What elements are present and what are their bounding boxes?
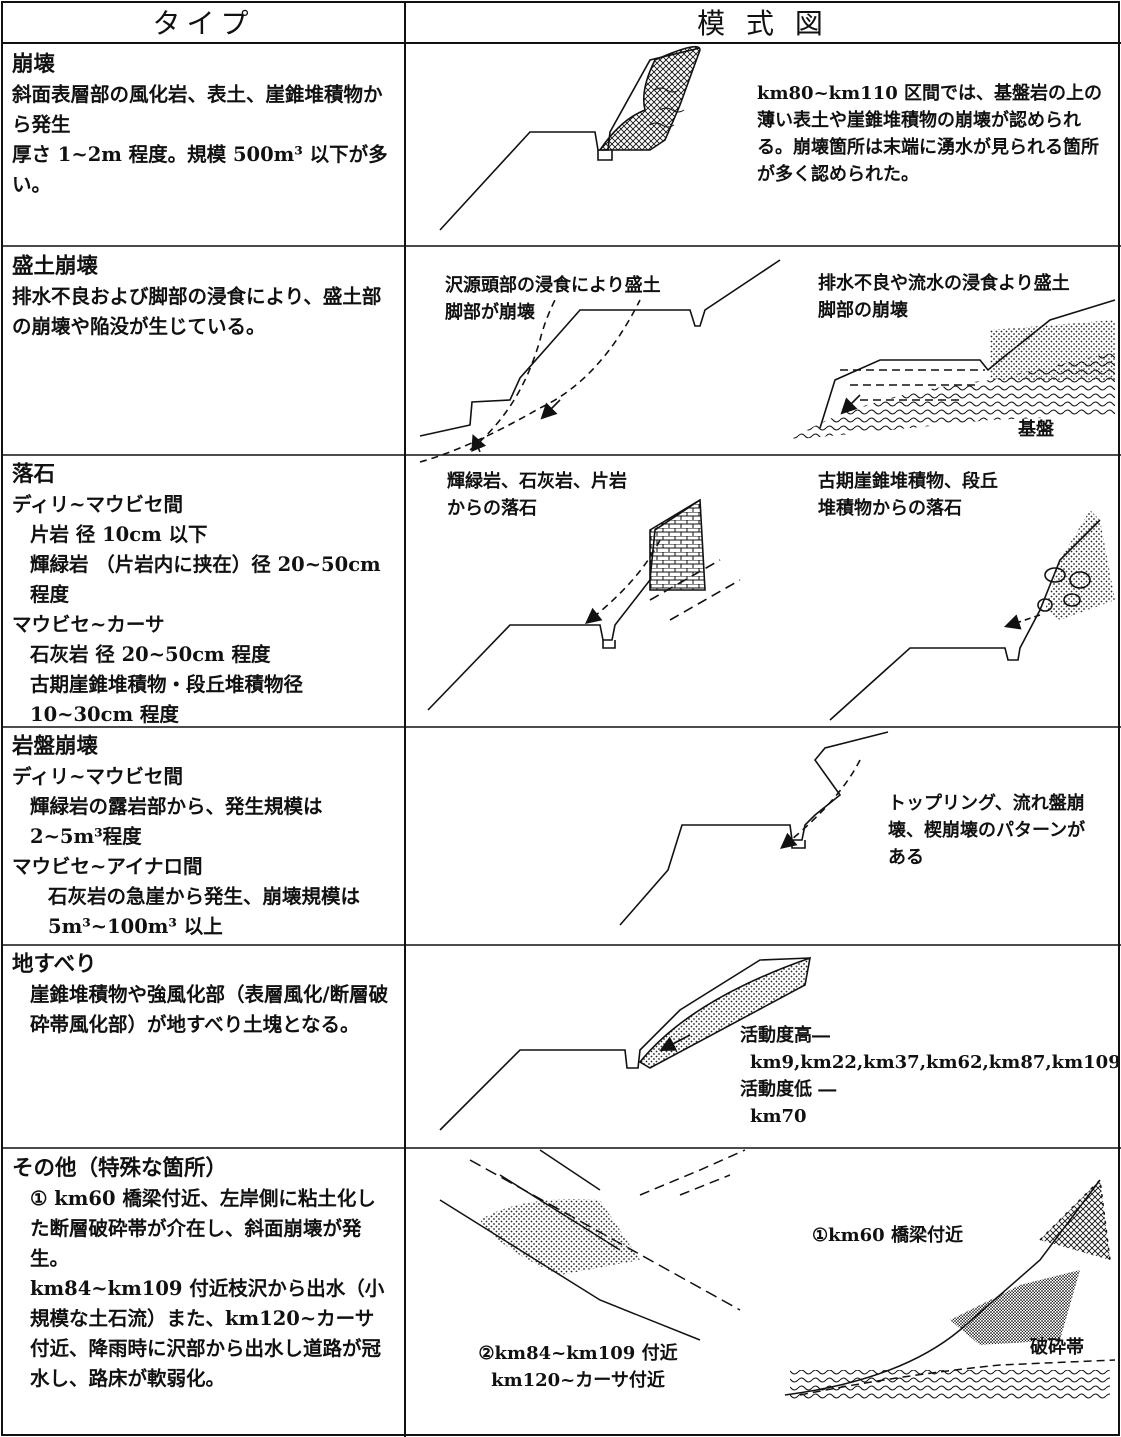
row-title: 盛土崩壊 <box>12 254 99 279</box>
row-line: 排水不良および脚部の浸食により、盛土部の崩壊や陥没が生じている。 <box>12 285 382 338</box>
row-line: ディリ~マウビセ間 <box>12 493 183 516</box>
row-title: 地すべり <box>12 952 97 977</box>
row-line: ① km60 橋梁付近、左岸側に粘土化した断層破砕帯が介在し、斜面崩壊が発生。 <box>30 1187 376 1270</box>
row-line: 輝緑岩 （片岩内に挟在）径 20~50cm 程度 <box>30 553 381 606</box>
row-rockfall: 落石 ディリ~マウビセ間 片岩 径 10cm 以下 輝緑岩 （片岩内に挟在）径 … <box>12 460 390 730</box>
row-line: 斜面表層部の風化岩、表土、崖錐堆積物から発生 <box>12 83 383 136</box>
note-line: 活動度高― <box>740 1025 830 1046</box>
row-line: マウビセ~アイナロ間 <box>12 855 203 878</box>
diagram-collapse <box>439 45 701 231</box>
diagram-embankment <box>419 259 1116 463</box>
note-line: ②km84~km109 付近 <box>478 1343 678 1364</box>
row-line: 石灰岩の急崖から発生、崩壊規模は 5m³~100m³ 以上 <box>48 885 361 938</box>
note-embankment-2: 排水不良や流水の浸食より盛土脚部の崩壊 <box>818 273 1070 321</box>
note-rockfall-2: 古期崖錐堆積物、段丘堆積物からの落石 <box>818 471 998 519</box>
note-rockfall-1: 輝緑岩、石灰岩、片岩からの落石 <box>447 471 627 519</box>
row-title: 崩壊 <box>12 52 56 77</box>
note-line: km120~カーサ付近 <box>491 1370 665 1391</box>
row-special: その他（特殊な箇所） ① km60 橋梁付近、左岸側に粘土化した断層破砕帯が介在… <box>12 1154 390 1394</box>
diagram-rockfall <box>427 498 1115 721</box>
note-rock-collapse: トップリング、流れ盤崩壊、楔崩壊のパターンがある <box>888 793 1086 868</box>
row-rock-collapse: 岩盤崩壊 ディリ~マウビセ間 輝緑岩の露岩部から、発生規模は 2~5m³程度 マ… <box>12 732 390 942</box>
diagram-landslide <box>439 956 812 1131</box>
header-type: タイプ <box>152 6 255 40</box>
note-special-3: 破砕帯 <box>1030 1337 1084 1358</box>
note-landslide: 活動度高― km9,km22,km37,km62,km87,km109 活動度低… <box>740 1022 1121 1130</box>
row-line: 片岩 径 10cm 以下 <box>30 523 208 546</box>
row-line: km84~km109 付近枝沢から出水（小規模な土石流）また、km120~カーサ… <box>30 1277 385 1390</box>
note-line: km70 <box>750 1106 807 1127</box>
row-line: 石灰岩 径 20~50cm 程度 <box>30 643 271 666</box>
row-line: マウビセ~カーサ <box>12 613 165 636</box>
diagram-special <box>439 1149 1116 1400</box>
header-diagram: 模 式 図 <box>697 6 829 40</box>
row-collapse: 崩壊 斜面表層部の風化岩、表土、崖錐堆積物から発生 厚さ 1~2m 程度。規模 … <box>12 50 390 200</box>
row-line: ディリ~マウビセ間 <box>12 765 183 788</box>
note-line: 活動度低 ― <box>740 1079 837 1100</box>
row-embankment: 盛土崩壊 排水不良および脚部の浸食により、盛土部の崩壊や陥没が生じている。 <box>12 252 390 342</box>
row-line: 崖錐堆積物や強風化部（表層風化/断層破砕帯風化部）が地すべり土塊となる。 <box>30 983 389 1036</box>
note-collapse: km80~km110 区間では、基盤岩の上の薄い表土や崖錐堆積物の崩壊が認められ… <box>757 83 1103 185</box>
row-title: 岩盤崩壊 <box>12 734 99 759</box>
diagram-rock-collapse <box>619 731 889 926</box>
note-special-2: ②km84~km109 付近 km120~カーサ付近 <box>468 1340 688 1394</box>
row-line: 厚さ 1~2m 程度。規模 500m³ 以下が多い。 <box>12 143 388 196</box>
note-special-1: ①km60 橋梁付近 <box>812 1225 963 1246</box>
row-line: 古期崖錐堆積物・段丘堆積物径 10~30cm 程度 <box>30 673 304 726</box>
row-line: 輝緑岩の露岩部から、発生規模は 2~5m³程度 <box>30 795 323 848</box>
row-title: その他（特殊な箇所） <box>12 1156 228 1181</box>
note-embankment-1: 沢源頭部の浸食により盛土脚部が崩壊 <box>445 275 661 323</box>
row-landslide: 地すべり 崖錐堆積物や強風化部（表層風化/断層破砕帯風化部）が地すべり土塊となる… <box>12 950 390 1040</box>
row-title: 落石 <box>12 462 56 487</box>
note-line: km9,km22,km37,km62,km87,km109 <box>750 1052 1121 1073</box>
note-embankment-3: 基盤 <box>1018 419 1054 440</box>
